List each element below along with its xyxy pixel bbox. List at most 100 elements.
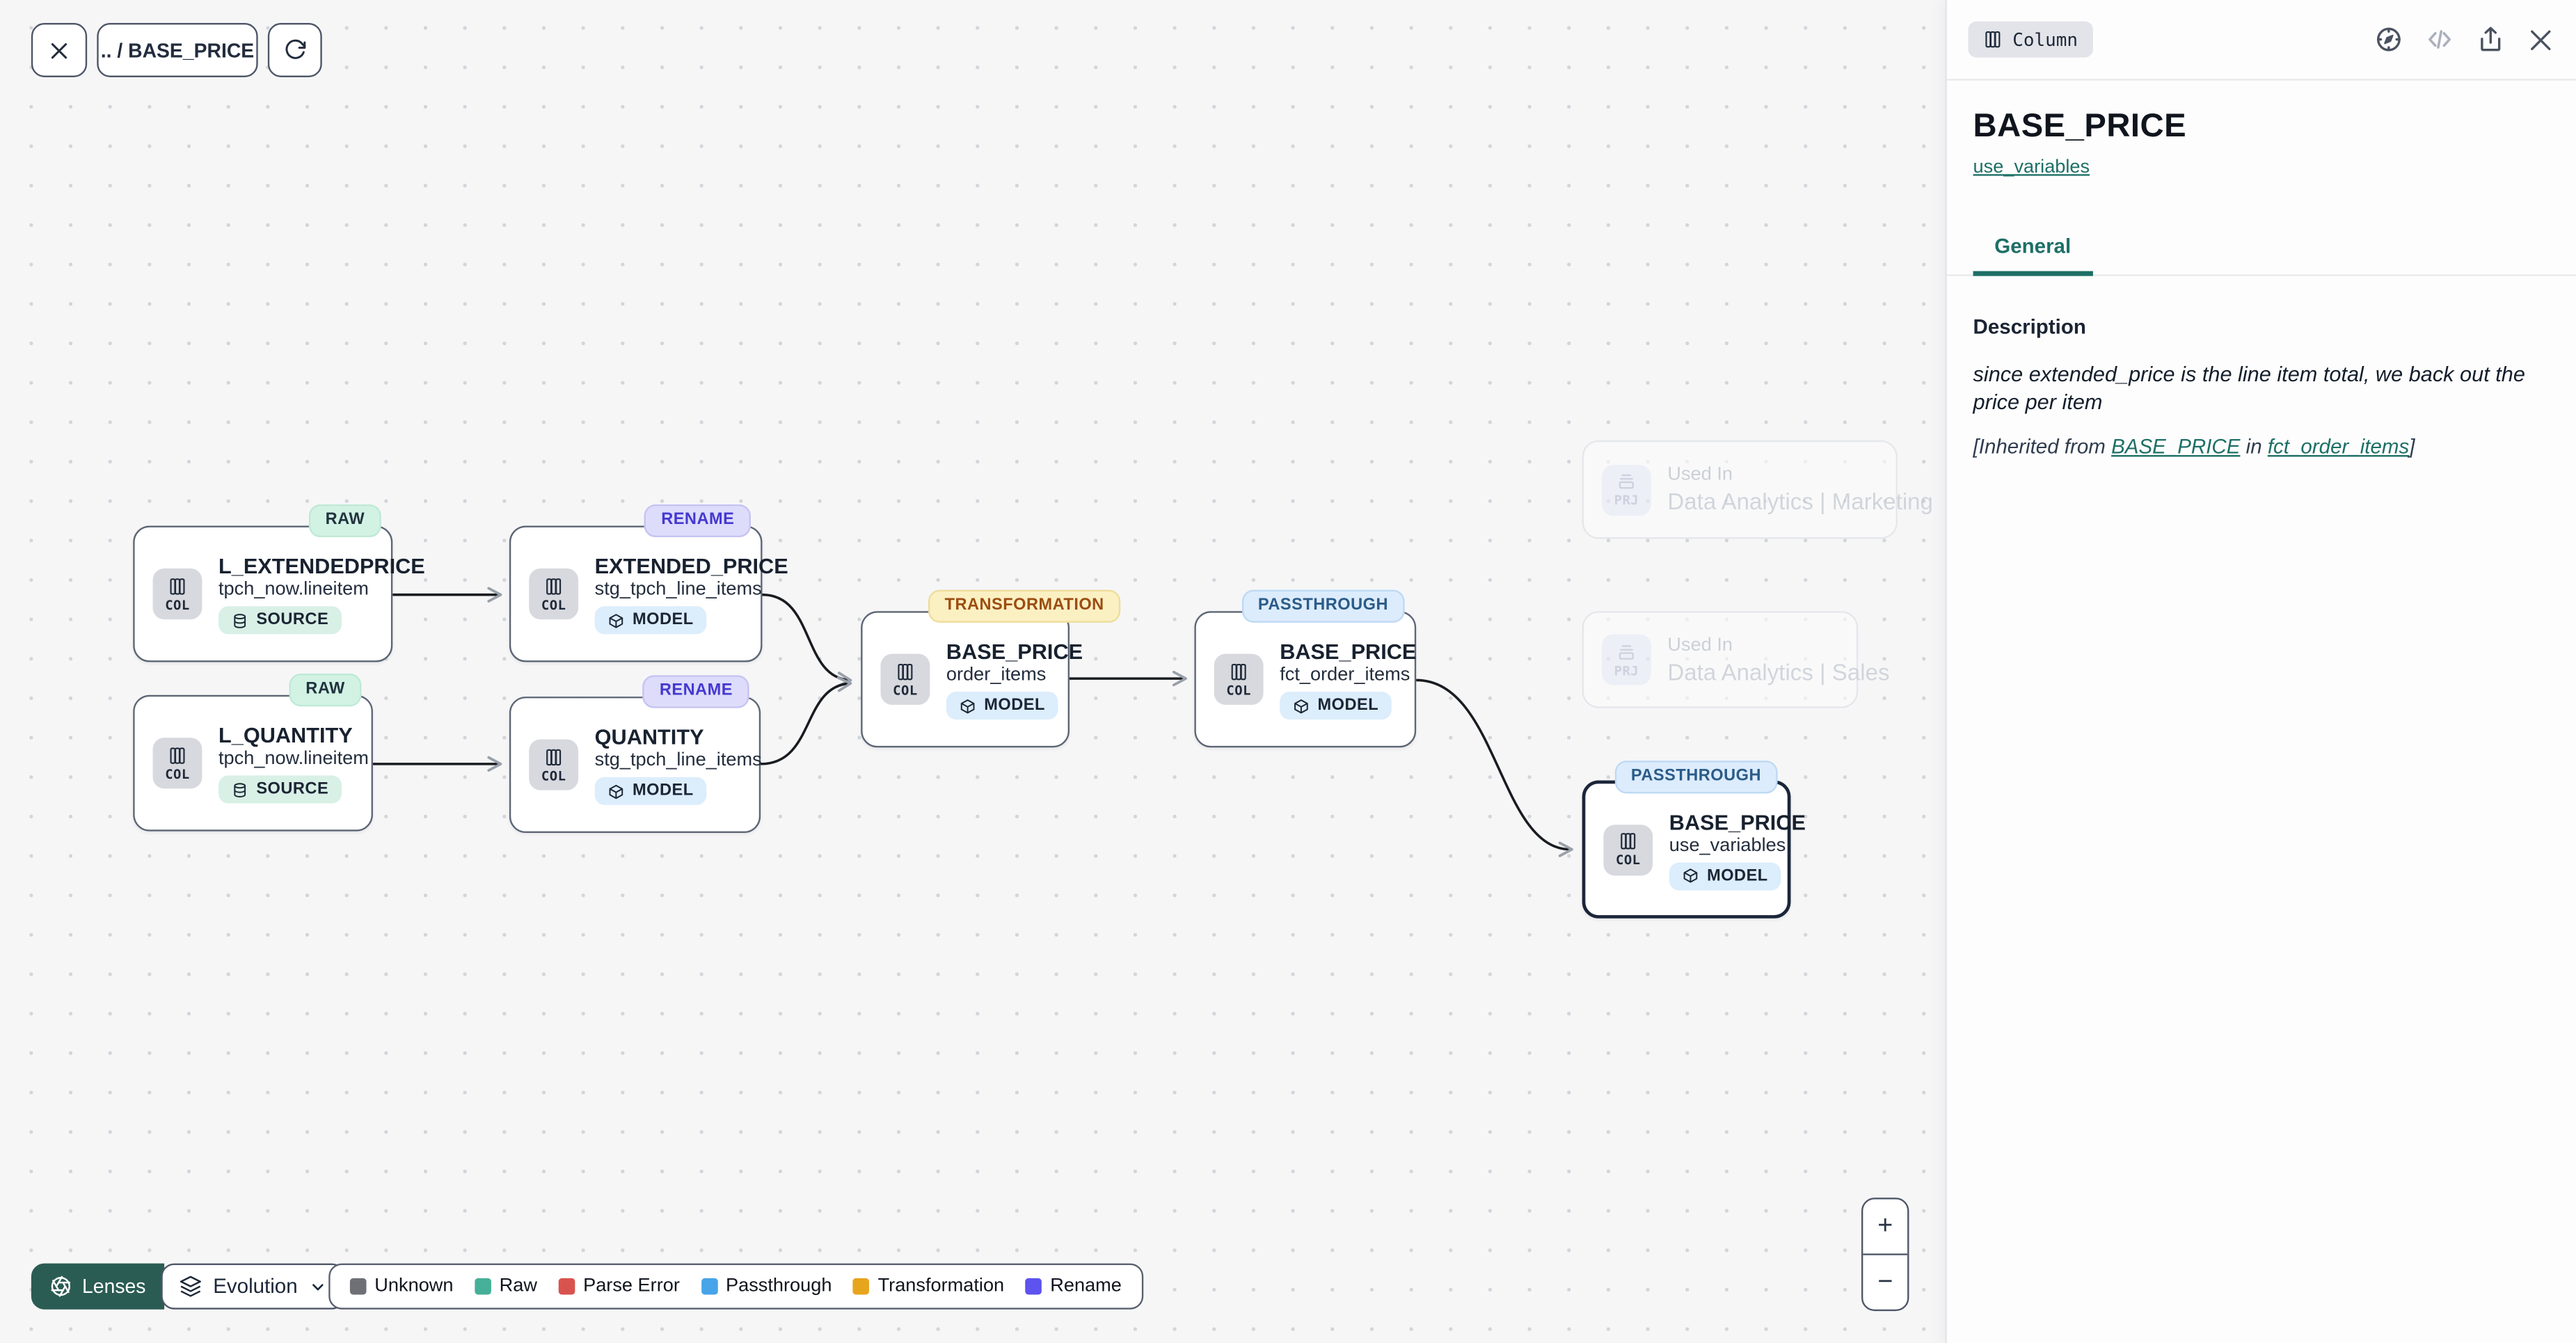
project-icon (1619, 644, 1635, 659)
model-name: fct_order_items (1280, 665, 1410, 685)
column-kind-badge: COL (1603, 824, 1653, 875)
model-pill: MODEL (594, 777, 707, 805)
model-name: use_variables (1669, 835, 1786, 855)
column-kind-badge: COL (529, 568, 579, 620)
node-quantity[interactable]: RENAME COL QUANTITY stg_tpch_line_items … (509, 675, 762, 834)
model-name: tpch_now.lineitem (218, 749, 369, 769)
cube-icon (609, 613, 623, 628)
column-kind-badge: COL (880, 653, 930, 705)
share-icon[interactable] (2476, 24, 2505, 54)
node-base-price-order-items[interactable]: TRANSFORMATION COL BASE_PRICE order_item… (861, 589, 1121, 748)
model-pill: MODEL (1669, 861, 1781, 890)
lens-controls: Lenses Evolution (31, 1263, 346, 1310)
cube-icon (609, 784, 623, 798)
close-icon (51, 42, 67, 58)
lineage-canvas[interactable]: .. / BASE_PRICE PRJ (0, 0, 1946, 1343)
node-l-extendedprice[interactable]: RAW COL L_EXTENDEDPRICE tpch_now.lineite… (133, 504, 425, 662)
columns-icon (898, 662, 913, 680)
source-pill: SOURCE (218, 775, 342, 804)
columns-icon (546, 578, 562, 594)
kind-label: COL (1226, 682, 1251, 698)
column-name: L_EXTENDEDPRICE (218, 553, 425, 579)
node-extended-price[interactable]: RENAME COL EXTENDED_PRICE stg_tpch_line_… (509, 504, 788, 662)
evolution-tag: RAW (289, 674, 362, 707)
kind-label: COL (1615, 852, 1641, 868)
pill-label: MODEL (632, 611, 694, 630)
tab-general[interactable]: General (1973, 222, 2092, 276)
pill-label: MODEL (1707, 866, 1768, 885)
panel-tabs: General (1946, 222, 2576, 276)
evolution-tag: PASSTHROUGH (1241, 589, 1405, 623)
inherited-column-link[interactable]: BASE_PRICE (2111, 434, 2241, 458)
explore-compass-icon[interactable] (2374, 24, 2403, 54)
node-base-price-use-variables[interactable]: PASSTHROUGH COL BASE_PRICE use_variables… (1582, 761, 1806, 919)
column-name: BASE_PRICE (946, 639, 1083, 664)
project-kind-badge: PRJ (1601, 463, 1651, 516)
database-icon (234, 782, 246, 797)
model-link[interactable]: use_variables (1973, 157, 2090, 177)
used-in-project: Data Analytics | Marketing (1667, 488, 1933, 514)
used-in-label: Used In (1667, 465, 1733, 485)
inherited-prefix: [Inherited from (1973, 434, 2112, 458)
close-panel-icon[interactable] (2527, 26, 2554, 54)
breadcrumb[interactable]: .. / BASE_PRICE (97, 23, 258, 77)
inherited-note: [Inherited from BASE_PRICE in fct_order_… (1973, 435, 2550, 458)
used-in-card-sales[interactable]: PRJ Used In Data Analytics | Sales (1582, 611, 1890, 708)
inherited-model-link[interactable]: fct_order_items (2267, 434, 2410, 458)
legend-swatch (349, 1278, 367, 1295)
kind-label: COL (541, 597, 566, 612)
node-base-price-fct-order-items[interactable]: PASSTHROUGH COL BASE_PRICE fct_order_ite… (1194, 589, 1416, 748)
zoom-in-button[interactable]: + (1877, 1211, 1893, 1240)
aperture-icon (51, 1276, 71, 1297)
source-pill: SOURCE (218, 606, 342, 635)
columns-icon (170, 747, 185, 763)
model-name: stg_tpch_line_items (594, 750, 762, 771)
refresh-button[interactable] (267, 23, 322, 77)
lenses-button[interactable]: Lenses (31, 1263, 164, 1310)
lenses-label: Lenses (82, 1275, 146, 1298)
legend-item-parse-error: Parse Error (558, 1276, 680, 1296)
legend-item-transformation: Transformation (853, 1276, 1004, 1296)
edge-extendedprice-baseprice (762, 593, 852, 688)
refresh-icon (285, 39, 306, 59)
zoom-out-button[interactable]: − (1863, 1253, 1908, 1309)
columns-icon (170, 578, 185, 594)
project-icon (1619, 474, 1635, 489)
column-kind-badge: COL (1214, 653, 1264, 705)
edge-fctorderitems-usevariables (1416, 678, 1573, 857)
model-name: order_items (946, 665, 1047, 685)
pill-label: MODEL (1317, 697, 1379, 715)
legend-swatch (701, 1278, 718, 1295)
columns-icon (1621, 833, 1636, 850)
node-l-quantity[interactable]: RAW COL L_QUANTITY tpch_now.lineitem SOU… (133, 674, 373, 832)
legend-swatch (1025, 1278, 1042, 1295)
pill-label: MODEL (632, 781, 694, 800)
details-panel: Column BASE_PRICE use_variables General … (1945, 0, 2576, 1343)
entity-type-badge: Column (1968, 21, 2093, 58)
legend-swatch (475, 1278, 491, 1295)
columns-icon (546, 748, 562, 765)
used-in-card-marketing[interactable]: PRJ Used In Data Analytics | Marketing (1582, 440, 1933, 539)
pill-label: SOURCE (256, 611, 329, 630)
pill-label: MODEL (984, 697, 1045, 715)
code-icon[interactable] (2425, 24, 2454, 54)
used-in-project: Data Analytics | Sales (1667, 658, 1890, 685)
columns-icon (1231, 662, 1246, 680)
evolution-tag: TRANSFORMATION (928, 589, 1121, 623)
inherited-middle: in (2240, 434, 2268, 458)
evolution-tag: RENAME (643, 675, 749, 708)
legend-item-unknown: Unknown (349, 1276, 454, 1296)
close-lineage-button[interactable] (31, 23, 88, 77)
used-in-label: Used In (1667, 635, 1733, 655)
column-kind-badge: COL (152, 568, 202, 620)
cube-icon (1683, 868, 1698, 883)
model-name: stg_tpch_line_items (594, 580, 762, 600)
cube-icon (960, 698, 975, 713)
column-name: BASE_PRICE (1669, 809, 1806, 834)
kind-label: COL (541, 768, 566, 784)
entity-type-label: Column (2012, 29, 2078, 51)
lens-selector[interactable]: Evolution (160, 1263, 346, 1310)
inherited-suffix: ] (2409, 434, 2415, 458)
layers-icon (180, 1276, 201, 1297)
column-kind-badge: COL (529, 739, 579, 790)
